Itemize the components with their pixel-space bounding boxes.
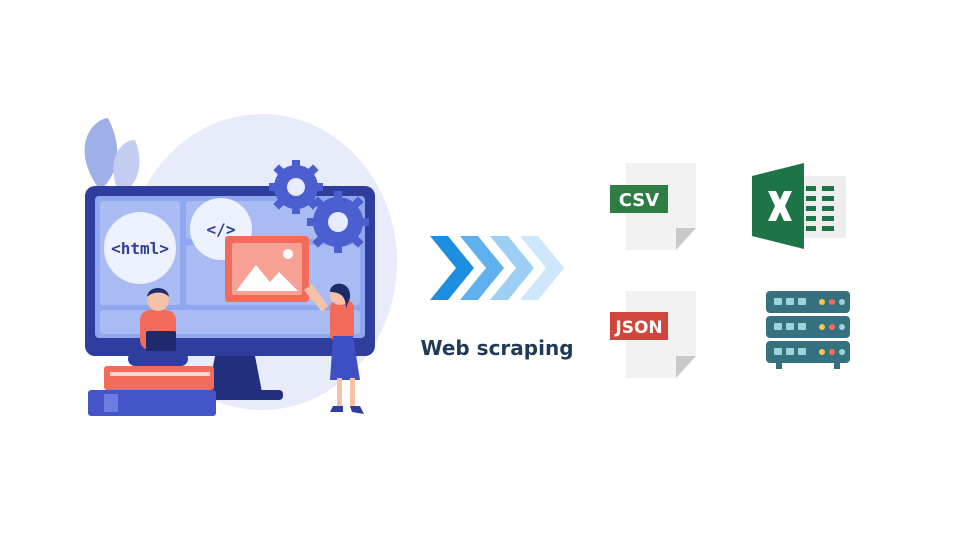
csv-label-badge <box>610 185 668 213</box>
chevron-arrow <box>520 236 564 300</box>
html-tag-bubble <box>104 212 176 284</box>
chevron-arrow <box>490 236 534 300</box>
book-pages <box>110 372 210 376</box>
woman-figure <box>304 283 364 414</box>
mountain-icon <box>236 265 298 291</box>
caption-text: Web scraping <box>420 336 573 360</box>
monitor-stand <box>208 356 262 392</box>
book <box>88 390 216 416</box>
code-tag-text: </> <box>207 220 236 239</box>
book-spine <box>104 394 118 412</box>
sun-icon <box>283 249 293 259</box>
book <box>104 366 214 390</box>
chevron-arrow <box>460 236 504 300</box>
json-label: JSON <box>614 318 662 338</box>
developer-figure <box>128 288 190 366</box>
developer-illustration: <html> </> <box>84 114 397 416</box>
json-label-badge <box>610 312 668 340</box>
html-tag-text: <html> <box>111 239 169 258</box>
csv-label: CSV <box>619 190 660 211</box>
gear-icon <box>269 160 323 214</box>
gear-icon <box>307 191 369 253</box>
screen-panel <box>100 310 360 334</box>
chevron-arrow <box>430 236 474 300</box>
leaf-decoration <box>113 140 140 195</box>
excel-icon <box>752 163 846 249</box>
database-server-icon <box>766 291 850 369</box>
scraping-arrows <box>430 236 564 300</box>
csv-file-icon: CSV <box>610 163 696 250</box>
leaf-decoration <box>84 118 118 190</box>
json-file-icon: JSON <box>610 291 696 378</box>
